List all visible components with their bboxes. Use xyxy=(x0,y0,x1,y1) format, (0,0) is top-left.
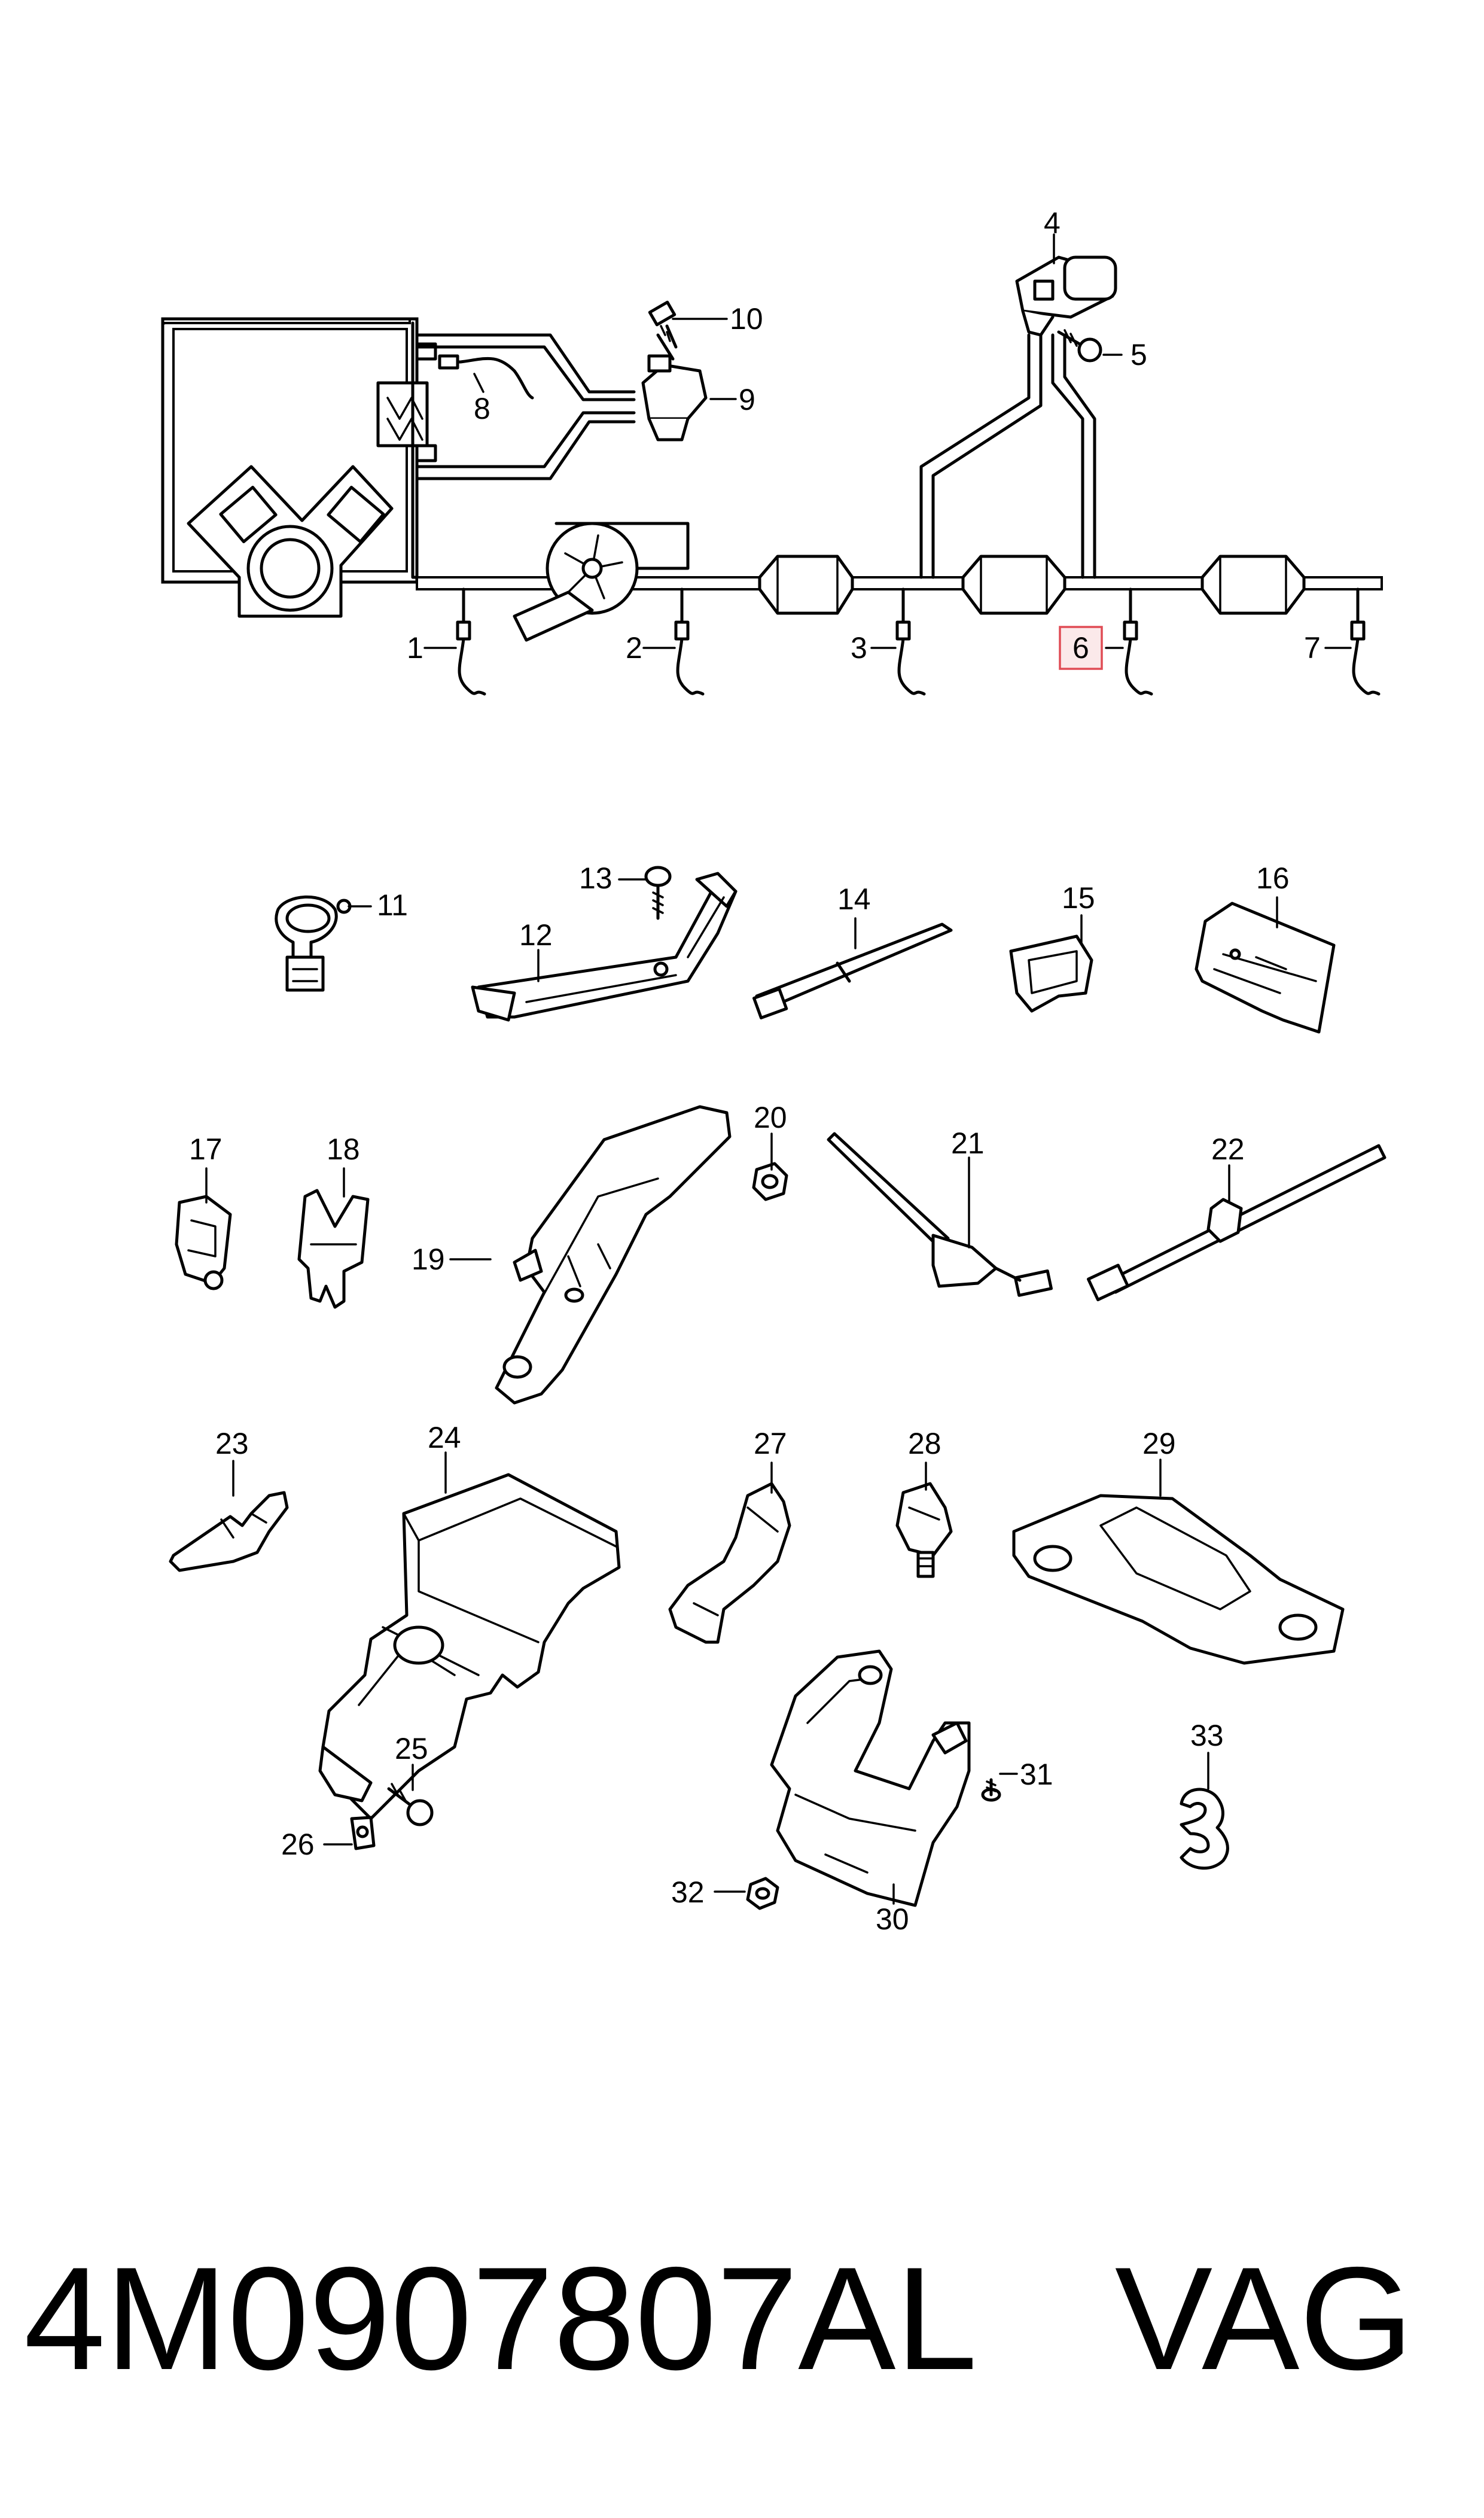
callout-labels: 1 2 3 4 5 6 7 8 9 10 11 12 13 14 15 16 1… xyxy=(189,206,1321,1936)
turbocharger xyxy=(513,522,690,642)
probe-1 xyxy=(456,587,486,696)
part-11-clip xyxy=(275,895,352,992)
callout-30[interactable]: 30 xyxy=(876,1902,909,1936)
callout-31[interactable]: 31 xyxy=(1020,1758,1053,1791)
engine-block xyxy=(187,465,394,618)
sensor-element-8 xyxy=(376,342,437,462)
probe-7 xyxy=(1350,587,1381,696)
callout-4[interactable]: 4 xyxy=(1044,206,1061,240)
callout-22[interactable]: 22 xyxy=(1211,1132,1245,1166)
callout-32[interactable]: 32 xyxy=(671,1875,705,1909)
callout-23[interactable]: 23 xyxy=(215,1427,249,1460)
part-26-clip-nut xyxy=(350,1816,376,1850)
part-24-bracket xyxy=(318,1473,621,1820)
callout-8[interactable]: 8 xyxy=(474,392,490,425)
part-4-pressure-sensor xyxy=(1015,255,1117,337)
callout-5[interactable]: 5 xyxy=(1130,338,1147,372)
part-18-clip xyxy=(297,1189,370,1309)
callout-2[interactable]: 2 xyxy=(626,631,642,665)
part-17-clip xyxy=(175,1195,232,1290)
part-10-screw xyxy=(648,300,678,349)
part-32-nut xyxy=(746,1877,779,1910)
callout-10[interactable]: 10 xyxy=(730,302,763,336)
part-23-clip xyxy=(169,1491,289,1572)
callout-11[interactable]: 11 xyxy=(377,888,408,922)
part-33-clip xyxy=(1180,1788,1229,1870)
catalyst-1 xyxy=(758,555,854,615)
callout-16[interactable]: 16 xyxy=(1256,861,1290,895)
part-29-control-unit xyxy=(1012,1494,1345,1665)
callout-28[interactable]: 28 xyxy=(908,1427,941,1460)
probe-2 xyxy=(674,587,705,696)
callout-3[interactable]: 3 xyxy=(851,631,867,665)
callout-27[interactable]: 27 xyxy=(754,1427,787,1460)
part-15-clip xyxy=(1009,934,1093,1013)
part-19-bracket xyxy=(495,1105,732,1405)
catalyst-2 xyxy=(961,555,1066,615)
part-12-bracket xyxy=(471,872,738,1022)
callout-6-highlight xyxy=(1059,626,1103,670)
part-28-clip xyxy=(895,1482,953,1578)
callout-19[interactable]: 19 xyxy=(412,1243,445,1276)
callout-1[interactable]: 1 xyxy=(407,631,423,665)
exhaust-schematic xyxy=(161,255,1383,696)
brand-name: VAG xyxy=(1114,2236,1414,2400)
callout-26[interactable]: 26 xyxy=(281,1828,315,1861)
callout-18[interactable]: 18 xyxy=(327,1132,360,1166)
part-9-pressure-converter xyxy=(641,333,708,442)
part-27-clip xyxy=(668,1482,791,1644)
part-14-cable-tie xyxy=(752,922,953,1019)
leader-lines xyxy=(205,233,1352,1905)
part-5-bolt xyxy=(1057,329,1102,363)
part-21-cable-tie xyxy=(827,1132,1053,1297)
callout-20[interactable]: 20 xyxy=(754,1101,787,1134)
part-25-bolt xyxy=(387,1783,434,1826)
part-30-bracket xyxy=(770,1649,971,1907)
callout-29[interactable]: 29 xyxy=(1142,1427,1176,1460)
callout-25[interactable]: 25 xyxy=(395,1732,428,1765)
callout-14[interactable]: 14 xyxy=(837,882,871,916)
callout-24[interactable]: 24 xyxy=(428,1421,461,1454)
part-number: 4M0907807AL xyxy=(24,2236,977,2400)
part-16-cover xyxy=(1194,902,1336,1034)
callout-6[interactable]: 6 xyxy=(1072,631,1089,665)
part-22-cable-tie xyxy=(1086,1144,1387,1302)
callout-12[interactable]: 12 xyxy=(519,918,553,952)
callout-15[interactable]: 15 xyxy=(1062,881,1095,915)
callout-21[interactable]: 21 xyxy=(951,1126,985,1160)
callout-13[interactable]: 13 xyxy=(579,861,613,895)
callout-17[interactable]: 17 xyxy=(189,1132,223,1166)
callout-9[interactable]: 9 xyxy=(739,383,755,416)
part-13-screw xyxy=(644,866,672,920)
callout-33[interactable]: 33 xyxy=(1190,1719,1224,1752)
probe-6 xyxy=(1123,587,1153,696)
callout-7[interactable]: 7 xyxy=(1304,631,1321,665)
catalyst-3 xyxy=(1200,555,1306,615)
probe-3 xyxy=(895,587,926,696)
part-31-screw xyxy=(981,1778,1001,1802)
part-20-nut xyxy=(752,1162,788,1201)
